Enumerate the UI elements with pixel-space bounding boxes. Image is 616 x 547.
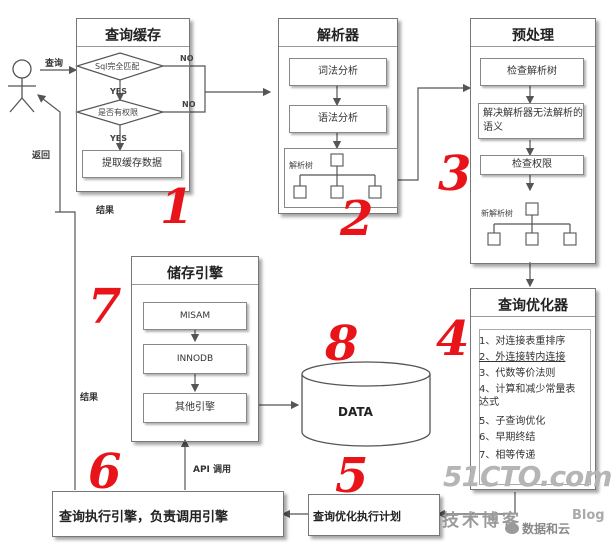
site-logo: 51CTO.com bbox=[443, 460, 612, 493]
result-label-top: 结果 bbox=[96, 206, 115, 216]
yes-label-2: YES bbox=[110, 134, 128, 143]
new-tree-label: 新解析树 bbox=[481, 209, 513, 218]
parse-tree-label: 解析树 bbox=[289, 161, 313, 170]
annotation-8: 8 bbox=[325, 316, 359, 372]
data-cylinder bbox=[301, 361, 431, 447]
annotation-2: 2 bbox=[340, 191, 374, 247]
annotation-1: 1 bbox=[160, 179, 194, 235]
tech-blog-text: 技术博客 bbox=[442, 511, 522, 531]
optimizer-item: 3、代数等价法则 bbox=[479, 368, 556, 379]
decision-has-permission bbox=[74, 99, 166, 126]
engine-innodb: INNODB bbox=[143, 344, 247, 374]
decision-sql-match bbox=[74, 52, 166, 81]
decision-permission-label: 是否有权限 bbox=[98, 108, 138, 117]
syntax-analysis-box: 语法分析 bbox=[289, 105, 387, 133]
arrow-parser-preprocess bbox=[398, 83, 472, 181]
annotation-6: 6 bbox=[88, 444, 122, 500]
storage-engine-panel: 储存引擎 bbox=[131, 256, 259, 442]
wechat-icon bbox=[505, 523, 519, 534]
optimizer-item: 5、子查询优化 bbox=[479, 416, 546, 427]
data-label: DATA bbox=[338, 405, 373, 419]
execution-plan-box: 查询优化执行计划 bbox=[308, 494, 440, 536]
query-cache-title: 查询缓存 bbox=[105, 28, 161, 44]
storage-engine-title: 储存引擎 bbox=[167, 266, 223, 282]
blog-text: Blog bbox=[572, 508, 605, 523]
execution-plan-label: 查询优化执行计划 bbox=[313, 510, 401, 523]
executor-box: 查询执行引擎，负责调用引擎 bbox=[52, 491, 284, 537]
parser-title: 解析器 bbox=[317, 28, 359, 44]
result-label-bottom: 结果 bbox=[80, 393, 99, 403]
check-tree-box: 检查解析树 bbox=[480, 58, 584, 86]
arrow-optimizer-plan bbox=[436, 492, 516, 519]
parse-tree-box bbox=[284, 148, 398, 208]
check-permission-box: 检查权限 bbox=[480, 155, 584, 175]
engine-misam: MISAM bbox=[143, 302, 247, 330]
api-call-label: API 调用 bbox=[193, 465, 232, 475]
preprocess-panel: 预处理 bbox=[470, 18, 596, 264]
annotation-3: 3 bbox=[438, 146, 472, 202]
optimizer-item: 1、对连接表重排序 bbox=[479, 336, 566, 347]
optimizer-panel: 查询优化器 1、对连接表重排序 2、外连接转内连接 3、代数等价法则 4、计算和… bbox=[470, 288, 596, 490]
line-result bbox=[55, 211, 76, 490]
optimizer-item: 2、外连接转内连接 bbox=[479, 352, 566, 363]
parser-panel: 解析器 bbox=[278, 18, 398, 214]
arrow-return bbox=[37, 94, 61, 212]
wechat-account: 数据和云 bbox=[505, 520, 570, 537]
query-label: 查询 bbox=[45, 59, 64, 69]
return-label: 返回 bbox=[32, 151, 51, 161]
query-cache-panel: 查询缓存 bbox=[76, 18, 190, 192]
annotation-7: 7 bbox=[88, 279, 122, 335]
no-label-2: NO bbox=[182, 100, 196, 109]
lexical-analysis-box: 词法分析 bbox=[289, 58, 387, 86]
optimizer-item: 6、早期终结 bbox=[479, 432, 536, 443]
annotation-4: 4 bbox=[436, 311, 470, 367]
optimizer-title: 查询优化器 bbox=[498, 298, 568, 314]
no-label-1: NO bbox=[180, 54, 194, 63]
annotation-5: 5 bbox=[335, 448, 369, 504]
account-name: 数据和云 bbox=[522, 522, 571, 536]
executor-label: 查询执行引擎，负责调用引擎 bbox=[59, 510, 229, 525]
engine-other: 其他引擎 bbox=[143, 393, 247, 423]
fetch-cache-box: 提取缓存数据 bbox=[82, 150, 182, 178]
decision-sql-match-label: Sql完全匹配 bbox=[95, 62, 140, 71]
resolve-semantics-box: 解决解析器无法解析的语义 bbox=[478, 103, 584, 139]
user-icon bbox=[8, 59, 36, 113]
yes-label-1: YES bbox=[110, 87, 128, 96]
optimizer-item: 7、相等传递 bbox=[479, 450, 536, 461]
preprocess-title: 预处理 bbox=[512, 28, 554, 44]
optimizer-item: 4、计算和减少常量表达式 bbox=[479, 384, 576, 408]
